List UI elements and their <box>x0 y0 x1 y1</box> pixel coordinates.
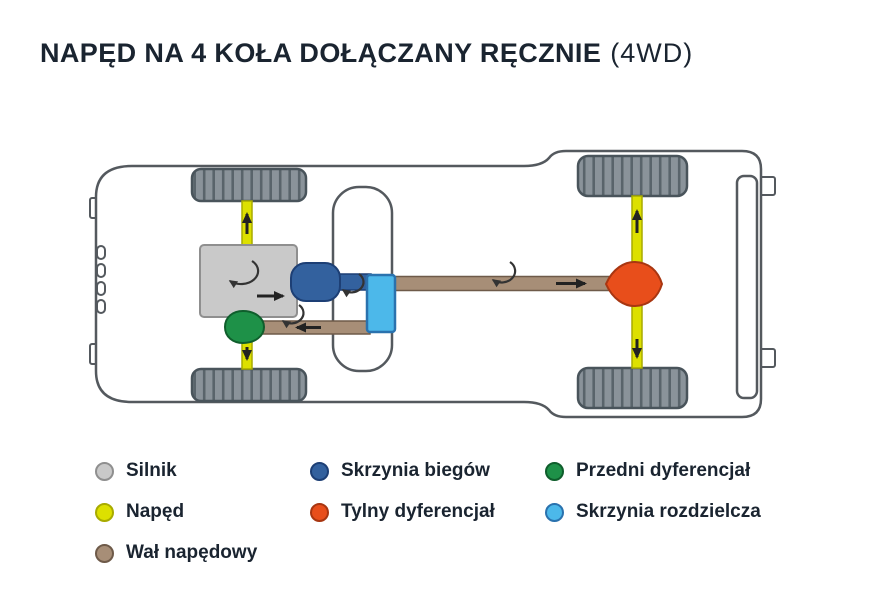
wheel-rear-bottom <box>576 366 689 410</box>
driveshaft-rotation-icon <box>491 261 517 288</box>
wheels <box>190 154 689 410</box>
legend-item-przedni_dyferencjal: Przedni dyferencjał <box>545 459 761 483</box>
wheel-front-top <box>190 167 308 203</box>
page-title: NAPĘD NA 4 KOŁA DOŁĄCZANY RĘCZNIE (4WD) <box>40 38 693 69</box>
transfer-case <box>365 273 397 334</box>
wheel-rear-top <box>576 154 689 198</box>
legend-item-skrzynia_biegow: Skrzynia biegów <box>310 459 545 483</box>
legend-label-silnik: Silnik <box>126 460 177 481</box>
legend-item-tylny_dyferencjal: Tylny dyferencjał <box>310 500 545 524</box>
wheel-front-bottom <box>190 367 308 403</box>
legend-swatch-skrzynia_biegow <box>310 461 329 481</box>
legend-swatch-naped <box>95 502 114 522</box>
legend-swatch-wal <box>95 543 114 563</box>
page-title-main: NAPĘD NA 4 KOŁA DOŁĄCZANY RĘCZNIE <box>40 38 602 68</box>
engine-rotation-icon <box>228 260 260 289</box>
legend-label-przedni_dyferencjal: Przedni dyferencjał <box>576 460 751 481</box>
legend-item-skrzynia_rozdzielcza: Skrzynia rozdzielcza <box>545 500 761 524</box>
legend-label-tylny_dyferencjal: Tylny dyferencjał <box>341 501 495 522</box>
page-title-suffix: (4WD) <box>610 38 694 68</box>
tailgate-panel <box>735 174 759 400</box>
engine <box>199 244 298 318</box>
legend-label-skrzynia_biegow: Skrzynia biegów <box>341 460 490 481</box>
legend-swatch-skrzynia_rozdzielcza <box>545 502 564 522</box>
legend-label-naped: Napęd <box>126 501 185 522</box>
legend-item-silnik: Silnik <box>95 459 310 483</box>
legend-label-skrzynia_rozdzielcza: Skrzynia rozdzielcza <box>576 501 761 522</box>
front-diff-rotation-icon <box>281 304 305 329</box>
legend-item-wal: Wał napędowy <box>95 541 310 565</box>
legend-swatch-przedni_dyferencjal <box>545 461 564 481</box>
legend-swatch-silnik <box>95 461 114 481</box>
legend-item-naped: Napęd <box>95 500 310 524</box>
gearbox <box>290 262 341 302</box>
rear-differential <box>604 260 664 308</box>
grille-vents <box>96 245 106 314</box>
front-differential <box>223 309 266 345</box>
legend-swatch-tylny_dyferencjal <box>310 502 329 522</box>
gearbox-rotation-icon <box>341 273 365 298</box>
legend-label-wal: Wał napędowy <box>126 542 258 563</box>
